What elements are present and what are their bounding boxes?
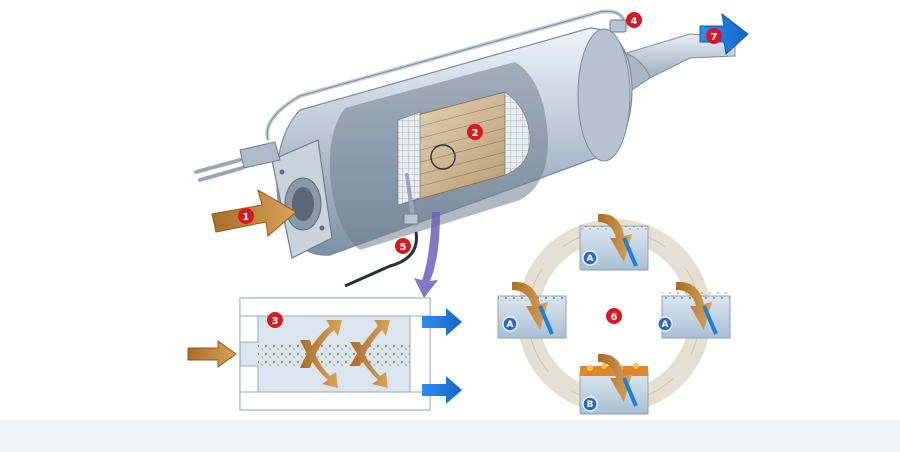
svg-text:2: 2 xyxy=(472,128,479,139)
temperature-sensor xyxy=(344,173,419,288)
callout-3: 3 xyxy=(267,312,283,328)
cycle-label-right: A xyxy=(657,316,673,332)
callout-6: 6 xyxy=(606,308,622,324)
channel-detail xyxy=(187,297,462,411)
callout-1: 1 xyxy=(238,208,254,224)
callout-4: 4 xyxy=(626,12,642,28)
footer-strip xyxy=(0,420,900,452)
svg-text:4: 4 xyxy=(631,16,638,27)
svg-text:A: A xyxy=(662,320,669,330)
svg-text:5: 5 xyxy=(400,242,407,253)
cycle-label-bottom: B xyxy=(582,396,598,412)
svg-text:1: 1 xyxy=(243,212,250,223)
drain-arrow-icon xyxy=(414,212,440,298)
cycle-cell-right xyxy=(661,281,731,339)
sensor-cable xyxy=(344,231,418,288)
inlet-flange xyxy=(271,139,333,259)
svg-text:A: A xyxy=(507,320,514,330)
cycle-label-left: A xyxy=(502,316,518,332)
dpf-diagram: 1 2 3 4 5 6 7 A A A B xyxy=(187,9,749,415)
svg-text:B: B xyxy=(587,400,594,410)
callout-7: 7 xyxy=(706,28,722,44)
svg-text:3: 3 xyxy=(272,316,279,327)
svg-text:7: 7 xyxy=(711,32,718,43)
inlet-arrow-icon xyxy=(211,188,297,237)
callout-5: 5 xyxy=(395,238,411,254)
cycle-label-top: A xyxy=(582,250,598,266)
dpf-canister xyxy=(194,9,736,288)
svg-text:6: 6 xyxy=(611,312,618,323)
filter-zoom-circle xyxy=(430,144,456,170)
callout-2: 2 xyxy=(467,124,483,140)
outlet-arrow-icon xyxy=(699,12,749,55)
svg-text:A: A xyxy=(587,254,594,264)
filter-core xyxy=(397,91,531,206)
